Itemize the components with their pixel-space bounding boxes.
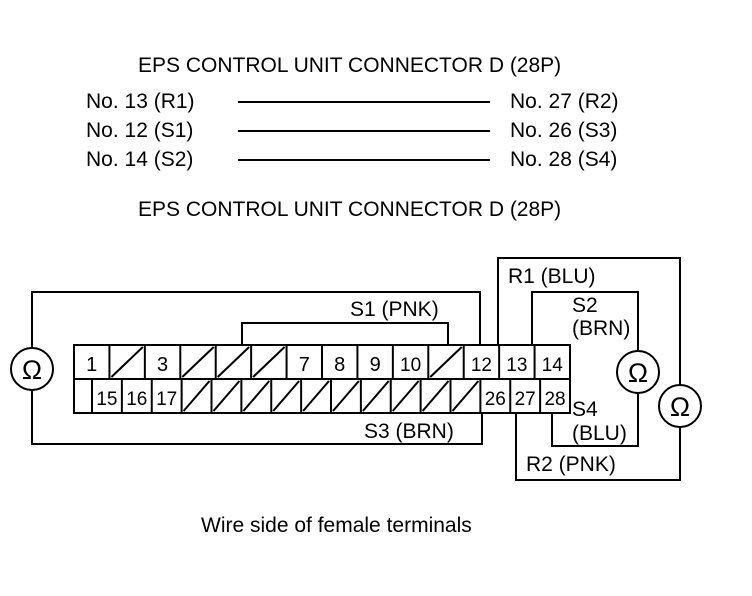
top-row-cavity (214, 345, 250, 379)
label-s3: S3 (BRN) (364, 420, 454, 443)
label-r1: R1 (BLU) (508, 265, 596, 288)
bottom-row-cavity: 26 (479, 379, 506, 413)
ohm-meter-left: Ω (10, 347, 54, 391)
top-row-pin-10: 10 (400, 355, 421, 376)
pair-right-2: No. 26 (S3) (510, 119, 618, 142)
top-row-pin-1: 1 (86, 354, 97, 376)
ohm-symbol-left: Ω (22, 355, 42, 385)
bottom-row-pin-17: 17 (156, 389, 177, 410)
wire-r1-r2 (497, 257, 681, 481)
top-row-cavity: 10 (391, 345, 421, 379)
bottom-row-cavity (330, 379, 360, 413)
ohm-meter-right-outer: Ω (658, 384, 702, 428)
bottom-row-cavity: 27 (509, 379, 536, 413)
ohm-symbol-right-inner: Ω (628, 358, 648, 388)
bottom-row-cavity (180, 379, 211, 413)
bottom-row-cavity (270, 379, 300, 413)
bottom-row-pin-28: 28 (544, 389, 565, 410)
header-top: EPS CONTROL UNIT CONNECTOR D (28P) (138, 54, 562, 77)
top-row-cavity: 7 (285, 345, 310, 379)
bottom-row-cavity (389, 379, 420, 413)
top-row-cavity: 12 (462, 345, 492, 379)
label-s2-b: (BRN) (572, 317, 630, 340)
top-row-cavity (427, 345, 463, 379)
bottom-row-cavity (449, 379, 480, 413)
pair-left-1: No. 13 (R1) (86, 90, 195, 113)
bottom-row-cavity (240, 379, 271, 413)
label-s4-b: (BLU) (572, 422, 627, 445)
top-row-pin-8: 8 (334, 354, 345, 376)
top-row-pin-12: 12 (471, 355, 492, 376)
top-row-cavity (179, 345, 215, 379)
top-row-cavity (108, 345, 144, 379)
wire-s2-s4 (531, 291, 639, 447)
bottom-row-pin-16: 16 (126, 389, 147, 410)
top-row-cavity: 8 (321, 345, 345, 379)
pair-left-3: No. 14 (S2) (86, 148, 194, 171)
pair-right-3: No. 28 (S4) (510, 148, 618, 171)
top-row-cavity (250, 345, 286, 379)
top-row-cavity: 1 (86, 354, 97, 376)
label-s4-a: S4 (572, 398, 598, 421)
bottom-row-cavity: 16 (120, 379, 147, 413)
top-row-pin-7: 7 (299, 354, 310, 376)
bottom-row-cavity: 15 (96, 389, 117, 410)
label-s2-a: S2 (572, 294, 598, 317)
top-row-pin-3: 3 (157, 354, 168, 376)
bottom-row-cavity (210, 379, 241, 413)
caption: Wire side of female terminals (201, 514, 472, 537)
bottom-row-pin-27: 27 (515, 389, 536, 410)
label-r2: R2 (PNK) (526, 453, 616, 476)
bottom-row-pin-26: 26 (485, 389, 506, 410)
wire-s1-s3 (31, 291, 483, 445)
bottom-row-cavity: 17 (150, 379, 177, 413)
pair-left-2: No. 12 (S1) (86, 119, 194, 142)
top-row-pin-14: 14 (542, 355, 564, 376)
top-row-pin-13: 13 (506, 355, 527, 376)
top-row-cavity: 13 (498, 345, 527, 379)
bottom-row-cavity (419, 379, 450, 413)
ohm-meter-right-inner: Ω (616, 350, 660, 394)
ohm-symbol-right-outer: Ω (670, 392, 690, 422)
bottom-row-cavity: 28 (539, 379, 566, 413)
header-bottom: EPS CONTROL UNIT CONNECTOR D (28P) (138, 198, 562, 221)
label-s1: S1 (PNK) (350, 298, 439, 321)
top-row-cavity: 9 (356, 345, 381, 379)
top-row-cavity: 14 (533, 345, 564, 379)
top-row-cavity: 3 (143, 345, 168, 379)
top-row-pin-9: 9 (370, 354, 381, 376)
pair-right-1: No. 27 (R2) (510, 90, 619, 113)
bottom-row-pin-15: 15 (96, 389, 117, 410)
bottom-row-cavity (300, 379, 330, 413)
bottom-row-cavity (359, 379, 390, 413)
connector-bottom-row: 15 16 17 26 27 28 (91, 379, 566, 413)
